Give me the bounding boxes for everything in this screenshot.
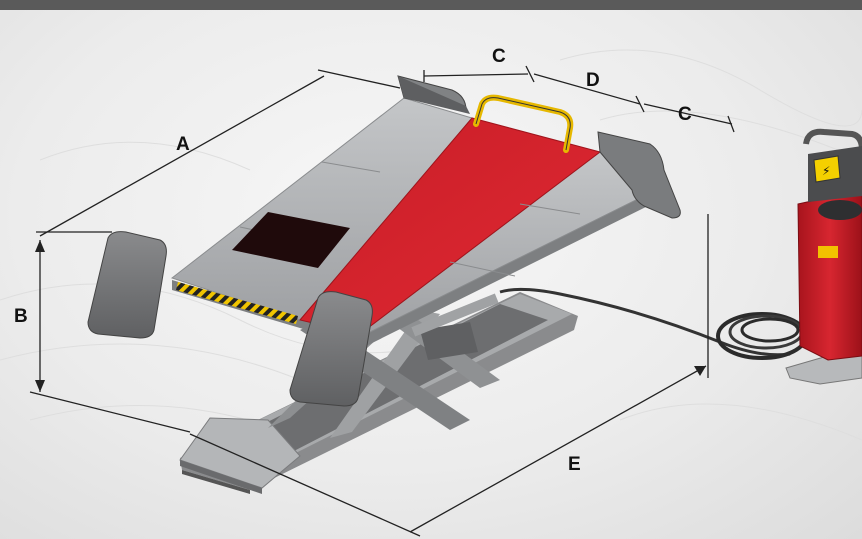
top-bar	[0, 0, 862, 10]
pump-logo-badge	[818, 246, 838, 258]
dimension-label-a: A	[176, 134, 190, 155]
front-right-pad	[289, 291, 373, 407]
lift-platform	[170, 94, 670, 348]
dimension-label-b: B	[14, 306, 28, 327]
dimension-label-e: E	[568, 454, 581, 475]
electric-warning-icon: ⚡	[822, 164, 830, 178]
dimension-label-d: D	[586, 70, 600, 91]
dimension-lines	[29, 65, 735, 537]
hydraulic-pump-unit: ⚡	[785, 128, 862, 385]
dimension-label-c-right: C	[678, 104, 692, 125]
ramp-plate	[179, 417, 301, 494]
rear-right-pad	[597, 131, 681, 219]
rear-left-pad	[397, 75, 470, 114]
dimension-label-c-left: C	[492, 46, 506, 67]
front-left-pad	[87, 231, 167, 339]
